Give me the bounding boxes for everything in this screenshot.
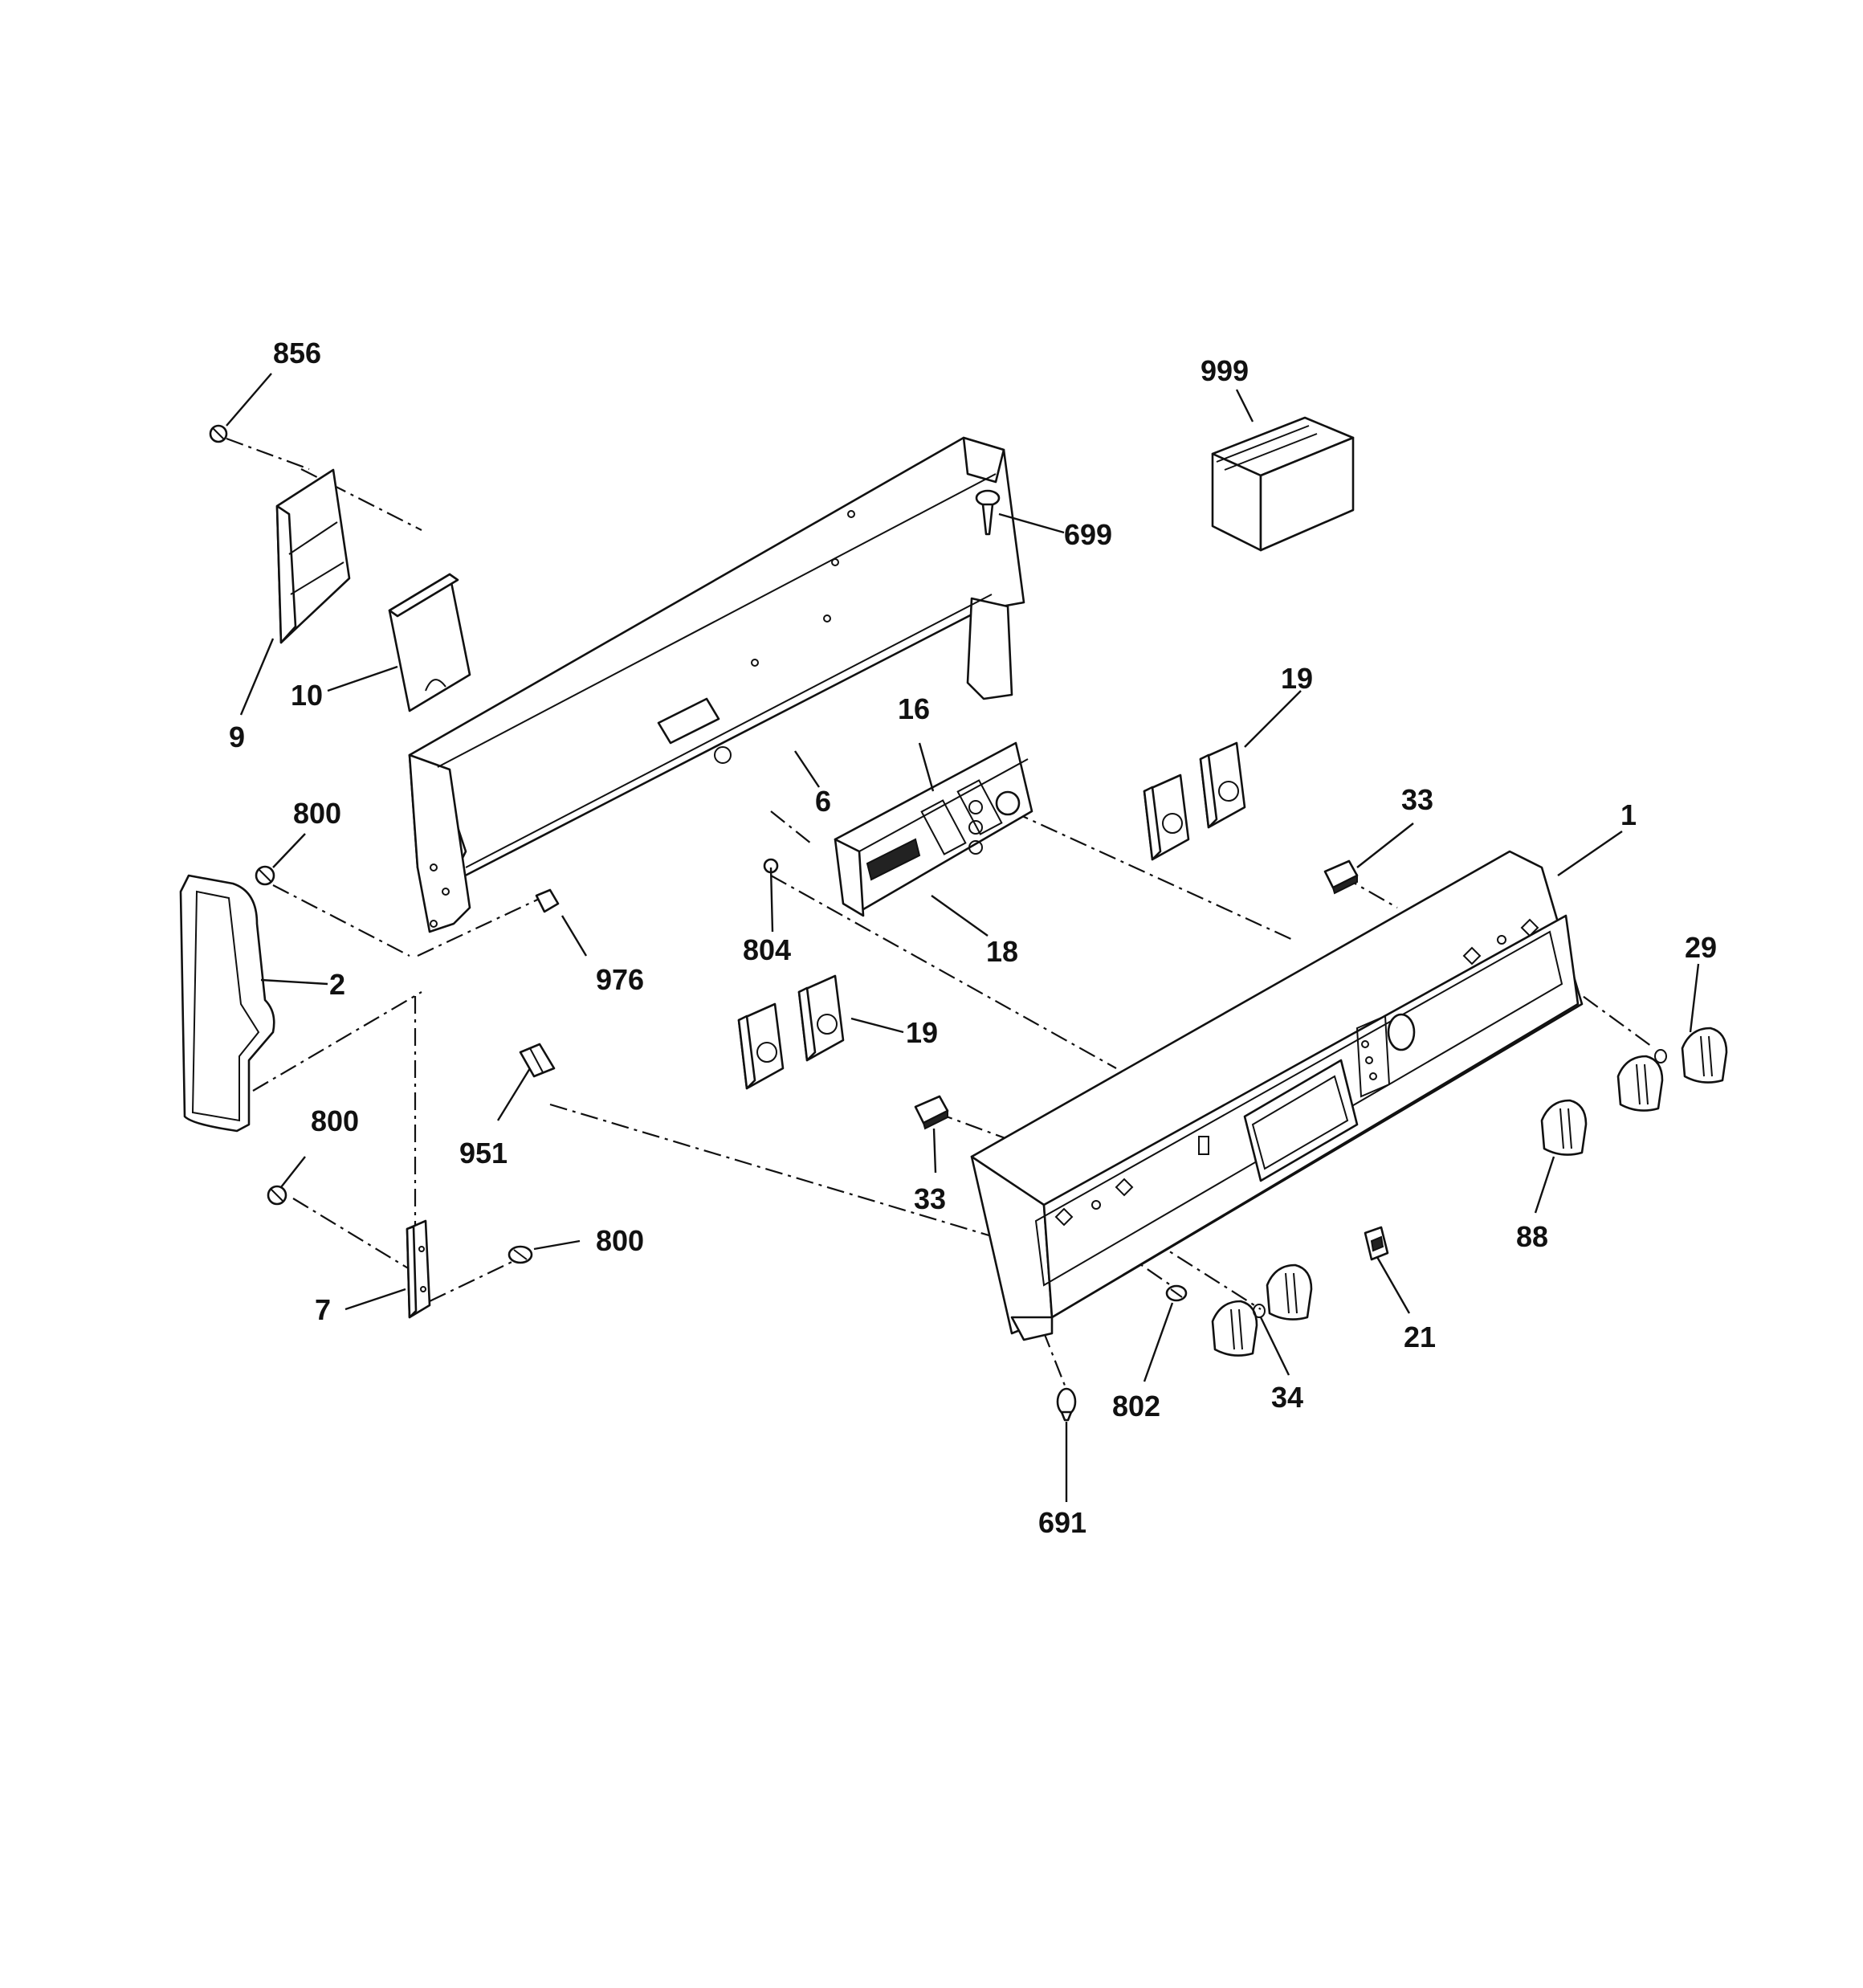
callout-856: 856 bbox=[273, 337, 321, 369]
leader-lines bbox=[226, 373, 1700, 1502]
callout-800-upper: 800 bbox=[293, 797, 341, 830]
screw-856 bbox=[209, 424, 228, 443]
callout-21: 21 bbox=[1404, 1321, 1436, 1353]
clip-951 bbox=[519, 1043, 556, 1078]
callout-16: 16 bbox=[898, 692, 930, 725]
callout-800-right: 800 bbox=[596, 1224, 644, 1257]
callout-802: 802 bbox=[1112, 1390, 1160, 1423]
knob-lower-left bbox=[1211, 1300, 1258, 1357]
knob-upper-right bbox=[1616, 1055, 1664, 1112]
backsplash-frame-part-6 bbox=[408, 436, 1025, 933]
callout-6: 6 bbox=[815, 785, 831, 818]
knob-lower-right bbox=[1253, 1263, 1313, 1321]
box-part-999 bbox=[1211, 416, 1355, 552]
callout-976: 976 bbox=[596, 963, 644, 996]
callout-29: 29 bbox=[1685, 931, 1717, 964]
callout-9: 9 bbox=[229, 720, 245, 753]
bracket-part-7 bbox=[406, 1219, 431, 1319]
callout-800-left: 800 bbox=[311, 1104, 359, 1137]
callout-19-upper: 19 bbox=[1281, 662, 1313, 695]
callout-10: 10 bbox=[291, 679, 323, 712]
callout-691: 691 bbox=[1038, 1506, 1086, 1539]
lamp-lower-part-33 bbox=[914, 1095, 949, 1130]
callout-33-upper: 33 bbox=[1401, 783, 1433, 816]
screw-800-right bbox=[508, 1245, 533, 1264]
control-module-parts-16-18 bbox=[834, 741, 1033, 917]
screw-800-upper bbox=[255, 865, 275, 886]
callout-labels: 856 999 699 9 10 16 19 800 6 33 1 2 804 … bbox=[229, 337, 1717, 1539]
end-cap-part-2 bbox=[179, 874, 275, 1133]
switch-part-21 bbox=[1364, 1226, 1389, 1261]
screw-802 bbox=[1165, 1284, 1188, 1302]
screw-800-left bbox=[267, 1185, 287, 1206]
cover-plate-part-10 bbox=[388, 573, 471, 712]
callout-34: 34 bbox=[1271, 1381, 1303, 1414]
knob-part-88 bbox=[1540, 1099, 1588, 1156]
callout-804: 804 bbox=[743, 933, 791, 966]
lamp-upper-part-33 bbox=[1323, 859, 1359, 895]
control-panel-part-1 bbox=[970, 850, 1584, 1341]
knob-part-29 bbox=[1654, 1027, 1728, 1084]
callout-7: 7 bbox=[315, 1293, 331, 1326]
screw-691 bbox=[1056, 1387, 1077, 1422]
callout-2: 2 bbox=[329, 968, 345, 1001]
callout-88: 88 bbox=[1516, 1220, 1548, 1253]
callout-999: 999 bbox=[1201, 354, 1249, 387]
callout-19-lower: 19 bbox=[906, 1016, 938, 1049]
clip-976 bbox=[535, 888, 560, 913]
callout-1: 1 bbox=[1620, 798, 1637, 831]
callout-18: 18 bbox=[986, 935, 1018, 968]
screw-699 bbox=[975, 489, 1001, 536]
bracket-part-9 bbox=[275, 468, 351, 644]
callout-951: 951 bbox=[459, 1137, 508, 1170]
callout-699: 699 bbox=[1064, 518, 1112, 551]
callout-33-lower: 33 bbox=[914, 1182, 946, 1215]
switch-pair-upper-part-19 bbox=[1143, 741, 1246, 861]
switch-pair-lower-part-19 bbox=[737, 974, 845, 1090]
